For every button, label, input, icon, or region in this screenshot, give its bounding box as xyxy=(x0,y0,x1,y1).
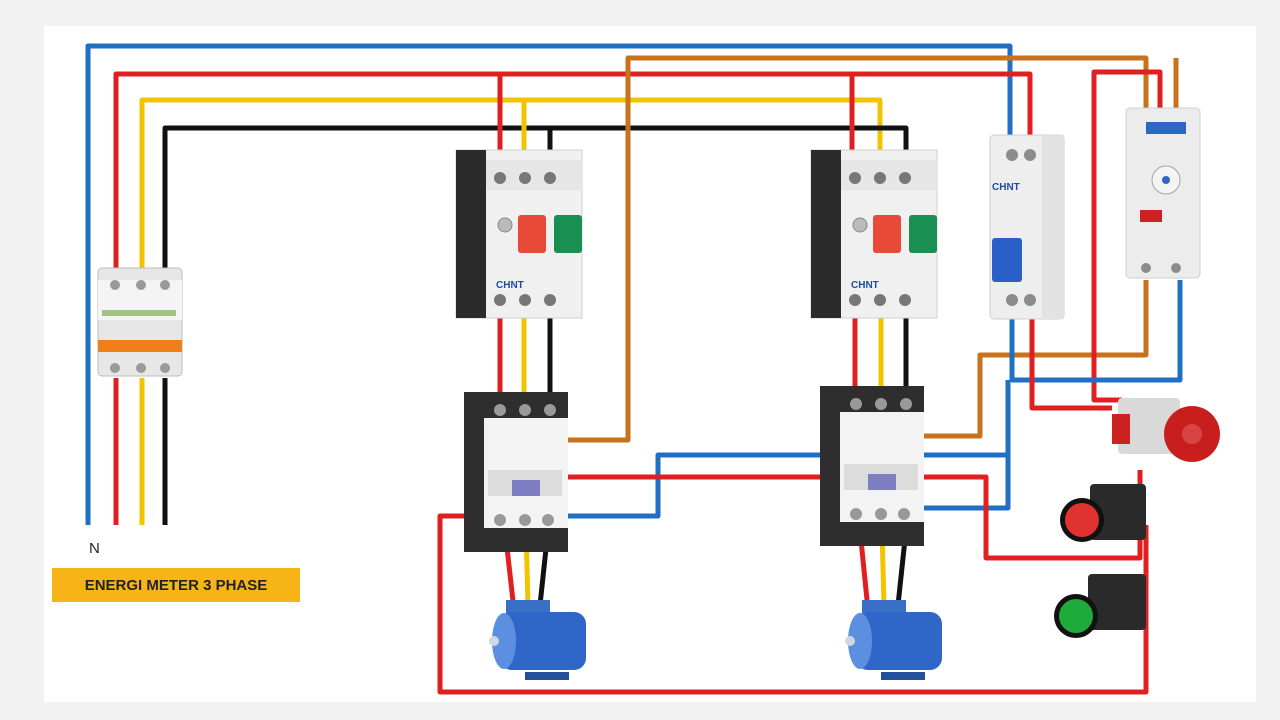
energy-meter-label: ENERGI METER 3 PHASE xyxy=(52,568,300,602)
breaker-brand: CHNT xyxy=(992,182,1020,193)
motor-protector-1: CHNT xyxy=(455,149,583,319)
stop-pushbutton xyxy=(1060,484,1146,542)
main-breaker-3p xyxy=(97,267,183,377)
mpcb1-brand: CHNT xyxy=(496,280,524,291)
wire-neutral-k2-coil xyxy=(924,455,1011,511)
wire-phase-t-main xyxy=(162,125,909,270)
wire-r-timer xyxy=(1091,69,1163,403)
start-pushbutton xyxy=(1054,574,1146,638)
wire-control-k2 xyxy=(922,280,1149,439)
wire-r-control xyxy=(1029,315,1112,411)
start-knob-green xyxy=(554,215,582,253)
timer-relay xyxy=(1125,107,1201,279)
wire-neutral-control xyxy=(1009,280,1183,383)
stop-knob-red xyxy=(518,215,546,253)
motor-1 xyxy=(489,600,586,680)
wire-neutral-k1-coil xyxy=(566,380,1011,519)
mpcb2-brand: CHNT xyxy=(851,280,879,291)
wire-phase-r-main xyxy=(113,71,1033,270)
contactor-2 xyxy=(820,386,924,546)
wire-control-timer-a xyxy=(568,55,1149,443)
neutral-label: N xyxy=(89,540,100,557)
contactor-1 xyxy=(464,392,568,552)
wire-neutral-main xyxy=(85,43,1013,525)
emergency-stop-button xyxy=(1112,398,1220,462)
motor-protector-2: CHNT xyxy=(810,149,938,319)
motor-2 xyxy=(845,600,942,680)
breaker-1p: CHNT xyxy=(989,134,1065,320)
wires xyxy=(85,43,1183,695)
